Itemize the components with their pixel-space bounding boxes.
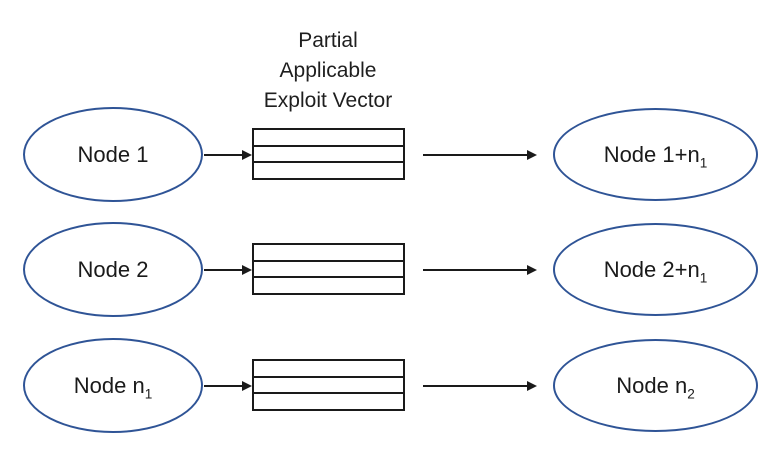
node-label-subscript: 2 (687, 385, 695, 401)
vector-slot (254, 392, 403, 409)
vector-slot (254, 375, 403, 393)
node-ellipse-target-2: Node 2+n1 (553, 223, 758, 316)
node-label: Node n2 (616, 372, 695, 401)
arrow-vector-to-target-3 (423, 380, 537, 392)
node-label: Node 1+n1 (603, 141, 708, 170)
title-line-1: Partial (298, 29, 358, 52)
node-label-text: Node n (616, 372, 688, 398)
node-label-subscript: 1 (699, 269, 708, 285)
node-ellipse-source-2: Node 2 (23, 222, 203, 317)
node-ellipse-target-3: Node n2 (553, 339, 758, 432)
node-label: Node 1 (78, 142, 149, 168)
node-label-subscript: 1 (699, 154, 708, 170)
vector-slot (254, 361, 403, 376)
title-line-3: Exploit Vector (263, 89, 393, 112)
node-label: Node n1 (73, 372, 153, 401)
arrow-vector-to-target-2 (423, 264, 537, 276)
node-label-text: Node n (73, 372, 145, 398)
exploit-vector-stack-3 (252, 359, 405, 411)
exploit-vector-stack-2 (252, 243, 405, 295)
diagram-title: Partial Applicable Exploit Vector (178, 26, 478, 116)
arrow-source-to-vector-3 (204, 380, 252, 392)
vector-slot (254, 245, 403, 260)
node-label-text: Node 1+n (603, 141, 700, 167)
node-label-text: Node 2 (77, 256, 149, 282)
node-label: Node 2 (78, 257, 149, 283)
vector-slot (254, 259, 403, 277)
exploit-vector-stack-1 (252, 128, 405, 180)
vector-slot (254, 276, 403, 293)
vector-slot (254, 144, 403, 162)
title-line-2: Applicable (279, 59, 377, 82)
node-ellipse-source-1: Node 1 (23, 107, 203, 202)
node-ellipse-source-3: Node n1 (23, 338, 203, 433)
node-label-text: Node 2+n (603, 256, 700, 282)
node-label-text: Node 1 (77, 141, 149, 167)
arrow-source-to-vector-1 (204, 149, 252, 161)
node-ellipse-target-1: Node 1+n1 (553, 108, 758, 201)
arrow-vector-to-target-1 (423, 149, 537, 161)
vector-slot (254, 130, 403, 145)
node-label: Node 2+n1 (603, 256, 708, 285)
node-label-subscript: 1 (144, 385, 153, 401)
arrow-source-to-vector-2 (204, 264, 252, 276)
vector-slot (254, 161, 403, 178)
